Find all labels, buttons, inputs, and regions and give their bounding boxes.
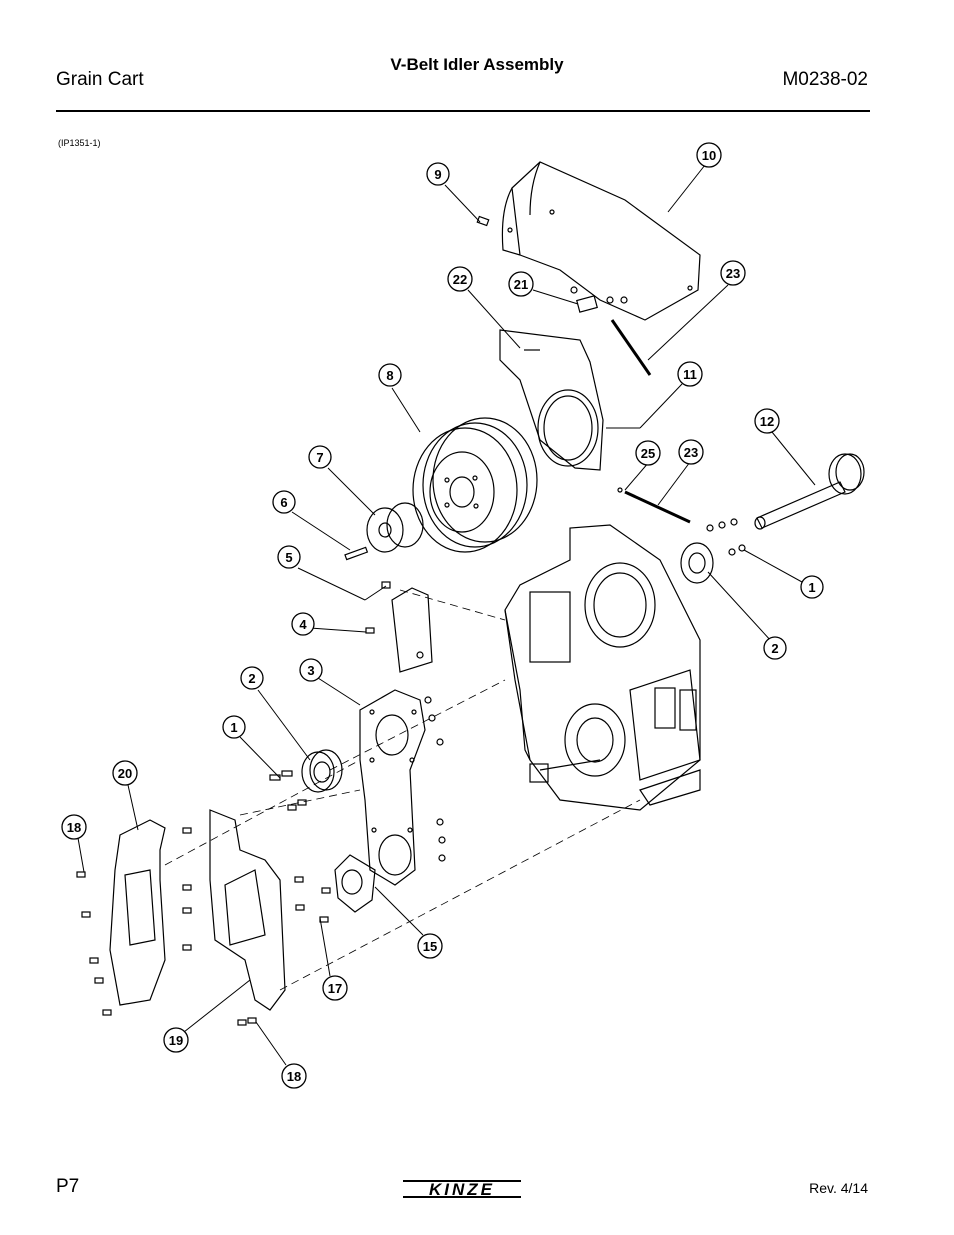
pins xyxy=(617,487,691,524)
page-number: P7 xyxy=(56,1176,80,1197)
callout-label: 2 xyxy=(248,671,255,686)
document-product-name: Grain Cart xyxy=(56,69,144,90)
gearbox-housing xyxy=(504,524,701,811)
bolts xyxy=(76,696,446,1026)
idler-plate-part xyxy=(499,329,604,471)
callout-label: 8 xyxy=(386,368,393,383)
kinze-logo: KINZE xyxy=(403,1180,521,1199)
figure-id: (IP1351-1) xyxy=(58,138,101,148)
callout-label: 23 xyxy=(684,445,698,460)
callout-circles xyxy=(61,142,824,1089)
bushing-part xyxy=(366,502,424,553)
callout-label: 15 xyxy=(423,939,437,954)
belt-guard-part xyxy=(501,161,701,321)
callout-label: 5 xyxy=(285,550,292,565)
bearing-15-part xyxy=(334,854,376,913)
bracket-20-part xyxy=(109,819,166,1006)
left-bearing-part xyxy=(301,749,343,793)
sheave-part xyxy=(412,417,538,553)
alignment-lines xyxy=(164,589,641,991)
callout-label: 1 xyxy=(808,580,815,595)
bracket-19-part xyxy=(209,809,286,1011)
header-rule xyxy=(56,110,870,112)
callout-label: 23 xyxy=(726,266,740,281)
leader-lines xyxy=(77,164,816,1066)
right-bearing-part xyxy=(680,518,746,584)
callout-labels: 9 10 22 21 23 8 11 12 7 25 23 6 1 5 2 4 … xyxy=(67,148,816,1084)
manual-number: M0238-02 xyxy=(782,69,868,90)
callout-label: 7 xyxy=(316,450,323,465)
callout-label: 20 xyxy=(118,766,132,781)
callout-label: 17 xyxy=(328,981,342,996)
callout-label: 18 xyxy=(67,820,81,835)
plate-hardware xyxy=(476,215,652,376)
page-title: V-Belt Idler Assembly xyxy=(390,55,564,74)
callout-label: 2 xyxy=(771,641,778,656)
callout-label: 3 xyxy=(307,663,314,678)
callout-label: 9 xyxy=(434,167,441,182)
callout-label: 6 xyxy=(280,495,287,510)
callout-label: 4 xyxy=(299,617,307,632)
callout-label: 1 xyxy=(230,720,237,735)
callout-label: 18 xyxy=(287,1069,301,1084)
revision-date: Rev. 4/14 xyxy=(809,1180,868,1196)
callout-label: 21 xyxy=(514,277,528,292)
shaft-part xyxy=(754,453,865,530)
callout-label: 11 xyxy=(683,367,697,382)
callout-label: 22 xyxy=(453,272,467,287)
callout-label: 19 xyxy=(169,1033,183,1048)
callout-label: 12 xyxy=(760,414,774,429)
callout-label: 25 xyxy=(641,446,655,461)
idler-arm-part xyxy=(359,689,426,886)
small-parts xyxy=(344,546,433,673)
svg-text:KINZE: KINZE xyxy=(429,1180,495,1199)
callout-label: 10 xyxy=(702,148,716,163)
